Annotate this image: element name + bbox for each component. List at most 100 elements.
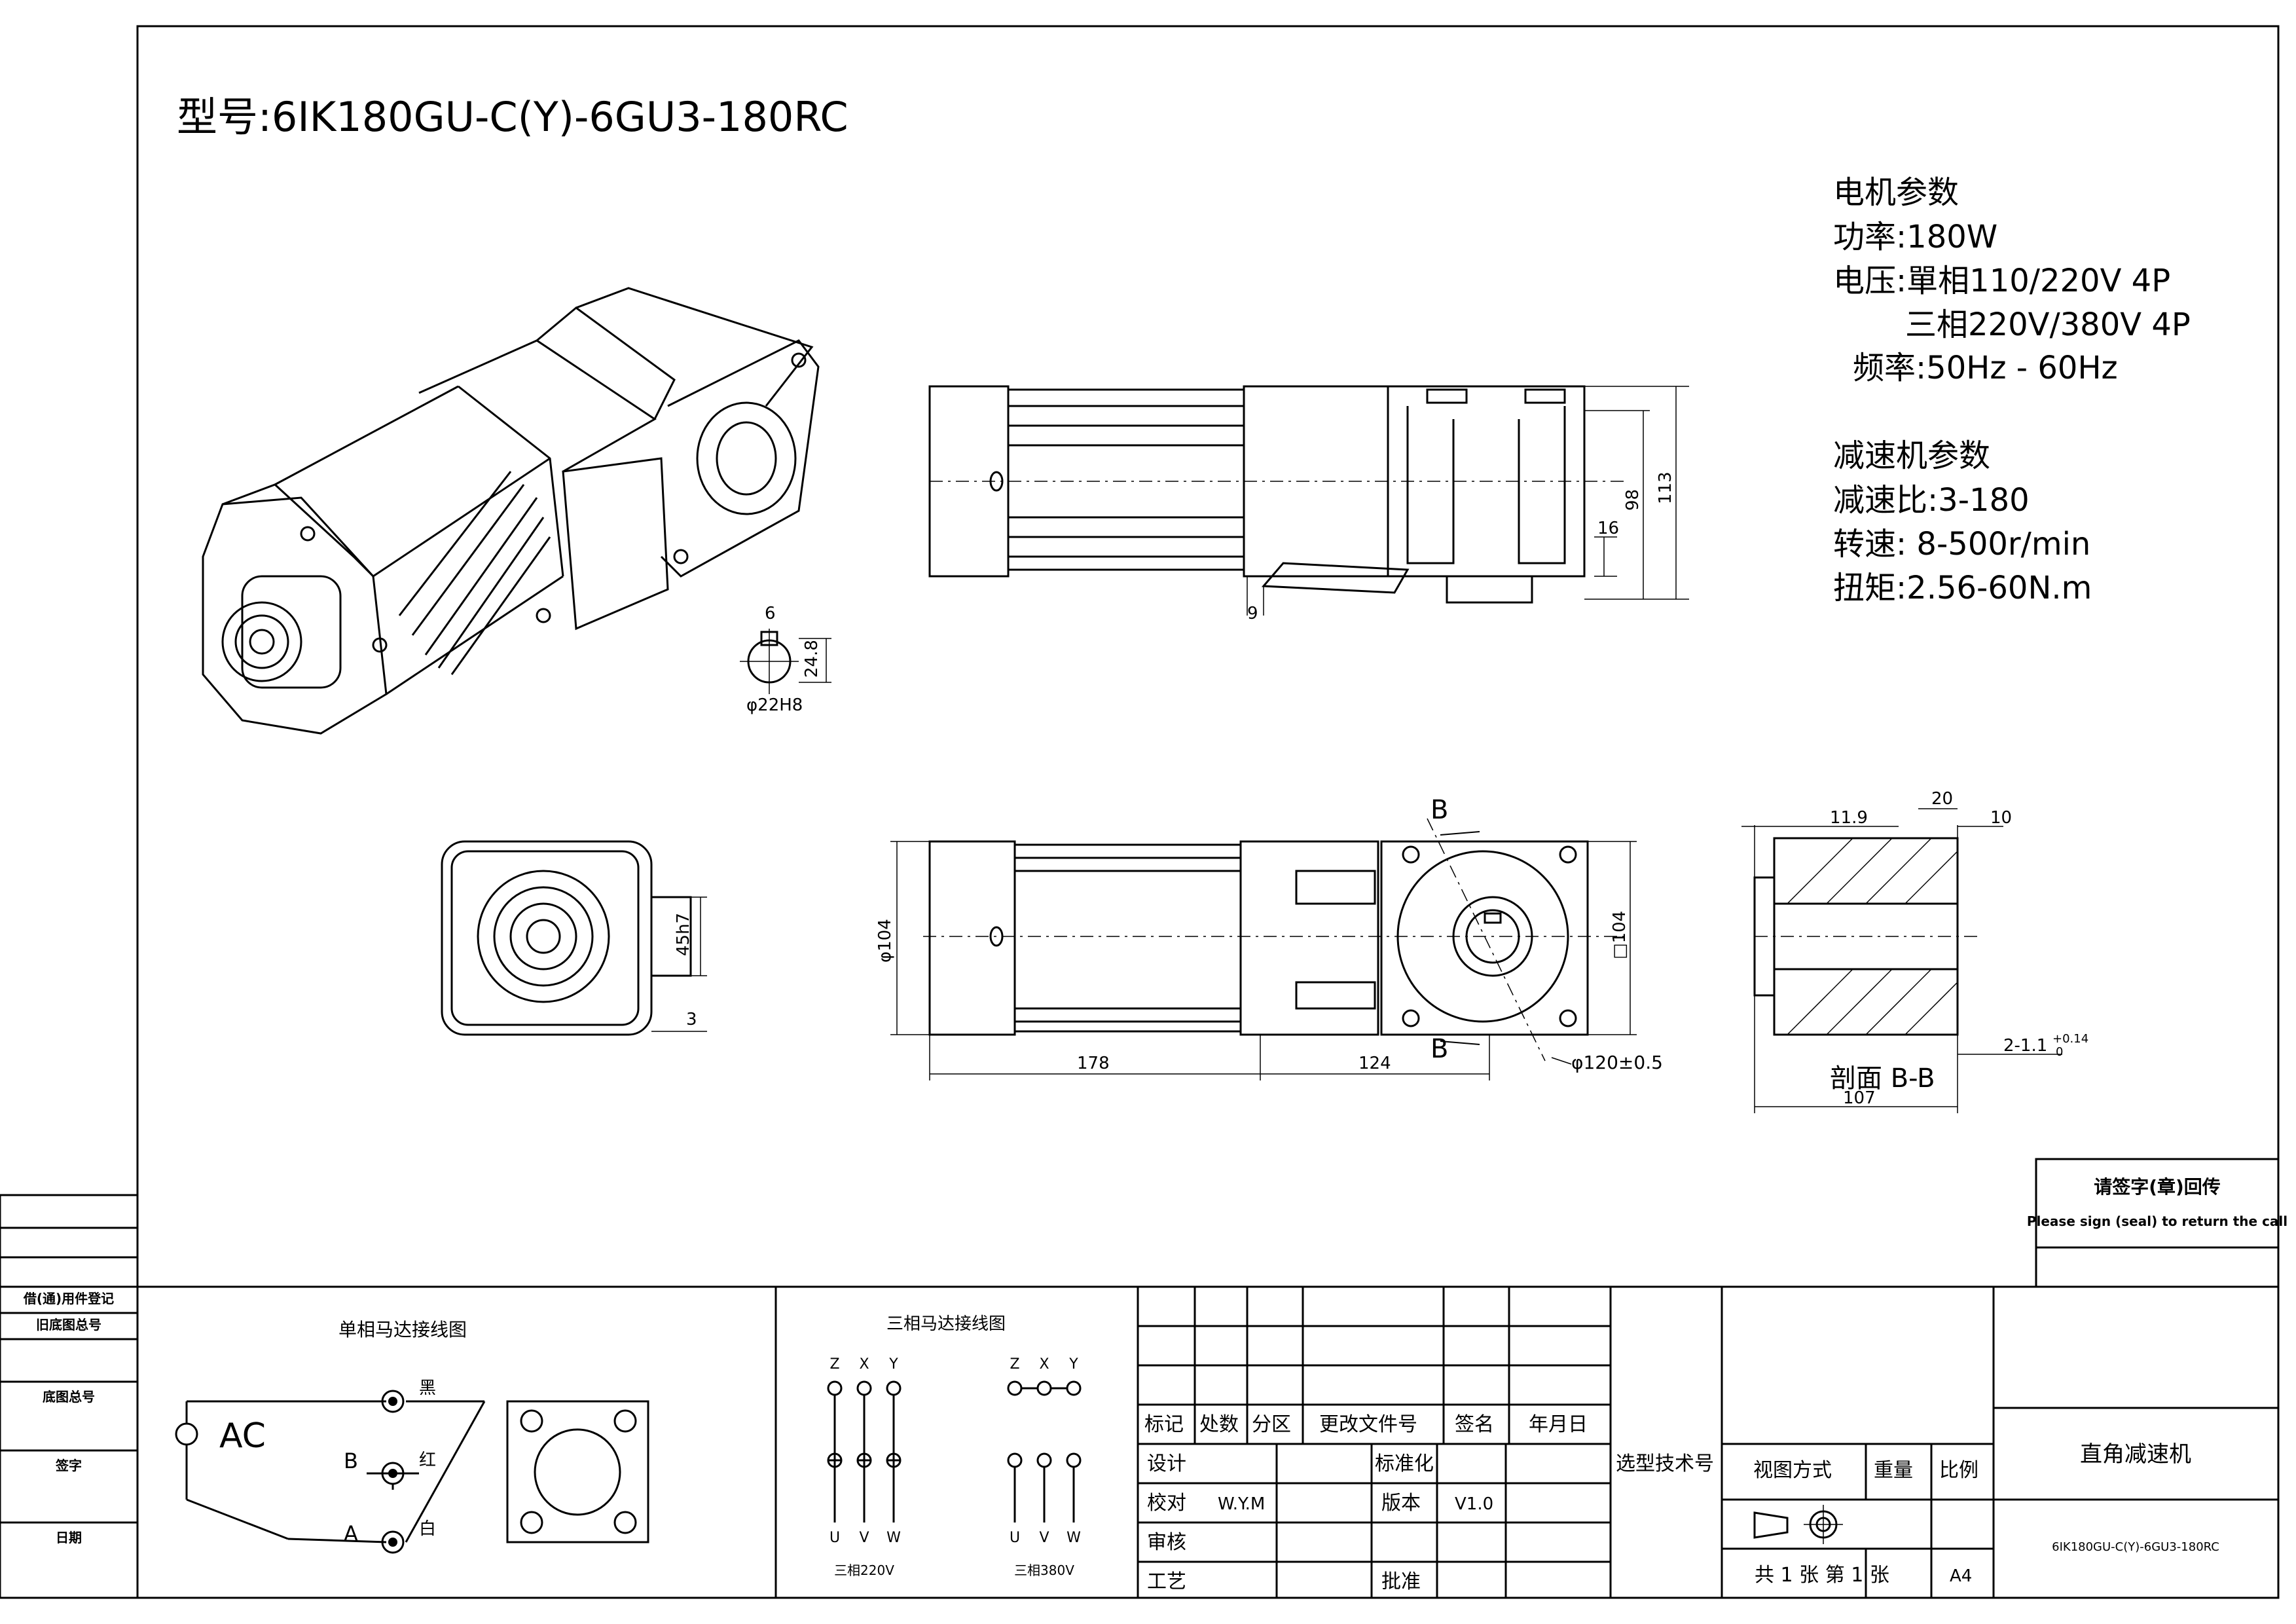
section-mark-top: B (1430, 795, 1448, 825)
tb-design: 设计 (1147, 1452, 1186, 1475)
label-y-220: Y (888, 1356, 898, 1373)
section-dim-107: 107 (1843, 1088, 1876, 1108)
label-x-380: X (1039, 1356, 1049, 1373)
label-x-220: X (859, 1356, 869, 1373)
tb-scale: 比例 (1939, 1459, 1978, 1482)
label-v-380: V (1039, 1530, 1049, 1546)
caption-380: 三相380V (1014, 1562, 1074, 1578)
reducer-torque: 扭矩:2.56-60N.m (1833, 570, 2092, 606)
tb-select-code: 选型技术号 (1616, 1452, 1714, 1475)
label-w-380: W (1066, 1530, 1081, 1546)
tb-version-label: 版本 (1381, 1492, 1421, 1515)
tb-check: 校对 (1147, 1492, 1186, 1515)
shaft-height-dim: 24.8 (802, 640, 822, 678)
strip-label-5: 日期 (56, 1530, 82, 1545)
wire-red-label: 红 (419, 1450, 436, 1470)
tb-process: 工艺 (1147, 1570, 1186, 1593)
label-w-220: W (886, 1530, 901, 1546)
isometric-view (202, 287, 820, 735)
three-phase-title: 三相马达接线图 (886, 1314, 1006, 1334)
label-z-380: Z (1010, 1356, 1019, 1373)
tb-checker: W.Y.M (1218, 1494, 1265, 1514)
label-v-220: V (859, 1530, 869, 1546)
strip-label-2: 旧底图总号 (36, 1317, 101, 1333)
three-phase-wiring: 三相马达接线图 Z X Y U V W Z X Y U V W (827, 1314, 1082, 1578)
tb-mark: 标记 (1144, 1413, 1184, 1436)
bottom-view (890, 818, 1637, 1080)
bottom-dim-104-left: φ104 (875, 919, 895, 963)
tb-paper: A4 (1950, 1566, 1972, 1586)
strip-label-1: 借(通)用件登记 (23, 1291, 114, 1306)
caption-220: 三相220V (834, 1562, 894, 1578)
side-dim-9: 9 (1247, 604, 1258, 623)
strip-label-3: 底图总号 (43, 1389, 95, 1405)
tb-weight: 重量 (1874, 1459, 1913, 1482)
section-bb-view (1741, 808, 2062, 1113)
single-phase-title: 单相马达接线图 (338, 1319, 467, 1340)
section-mark-bottom: B (1430, 1034, 1448, 1064)
stamp-line-1: 请签字(章)回传 (2094, 1176, 2221, 1198)
tb-drawing-no: 6IK180GU-C(Y)-6GU3-180RC (2052, 1540, 2219, 1554)
stamp-line-2: Please sign (seal) to return the call (2027, 1213, 2287, 1229)
side-dim-16: 16 (1597, 519, 1619, 538)
section-dim-10: 10 (1990, 808, 2012, 828)
tb-count: 处数 (1199, 1413, 1239, 1436)
shaft-detail (740, 629, 831, 694)
tb-standard: 标准化 (1375, 1452, 1434, 1475)
reducer-ratio: 减速比:3-180 (1833, 482, 2030, 519)
single-phase-ac: AC (219, 1416, 266, 1456)
section-dim-11-9: 11.9 (1830, 808, 1868, 828)
title-block (1138, 1287, 2278, 1598)
tb-product: 直角减速机 (2080, 1441, 2191, 1467)
side-view (928, 385, 1689, 616)
section-tol-upper: +0.14 (2052, 1032, 2088, 1046)
return-stamp: 请签字(章)回传 Please sign (seal) to return th… (2027, 1158, 2287, 1287)
tb-sheets: 共 1 张 第 1 张 (1755, 1564, 1889, 1587)
wire-a-label: A (344, 1521, 358, 1546)
tb-zone: 分区 (1252, 1413, 1291, 1436)
motor-voltage-2: 三相220V/380V 4P (1905, 306, 2191, 343)
tb-review: 审核 (1147, 1531, 1186, 1554)
wire-b-label: B (344, 1449, 358, 1473)
reducer-params-heading: 减速机参数 (1833, 437, 1990, 474)
section-caption: 剖面 B-B (1830, 1063, 1935, 1094)
label-u-220: U (829, 1530, 840, 1546)
drawing-frame (136, 25, 2280, 1599)
wire-black-label: 黑 (419, 1378, 436, 1398)
shaft-keyway-dim: 6 (765, 604, 776, 623)
motor-voltage-1: 电压:單相110/220V 4P (1833, 263, 2170, 299)
single-phase-wiring: 单相马达接线图 AC 黑 红 (175, 1319, 649, 1554)
end-dim-3: 3 (686, 1010, 697, 1029)
bottom-dim-178: 178 (1077, 1054, 1110, 1073)
side-dim-98: 98 (1623, 489, 1643, 511)
label-z-220: Z (829, 1356, 839, 1373)
label-u-380: U (1010, 1530, 1020, 1546)
section-dim-20: 20 (1931, 789, 1953, 809)
motor-params-heading: 电机参数 (1833, 174, 1959, 211)
tb-view-method: 视图方式 (1753, 1459, 1832, 1482)
motor-parameters: 电机参数 功率:180W 电压:單相110/220V 4P 三相220V/380… (1833, 174, 2191, 386)
label-y-380: Y (1068, 1356, 1078, 1373)
bottom-dim-120: φ120±0.5 (1571, 1052, 1663, 1073)
tb-version: V1.0 (1455, 1494, 1493, 1514)
section-dim-2-1: 2-1.1 (2003, 1036, 2047, 1056)
end-dim-45h7: 45h7 (674, 913, 693, 956)
bottom-dim-124: 124 (1358, 1054, 1391, 1073)
section-tol-lower: 0 (2056, 1045, 2063, 1059)
tb-doc: 更改文件号 (1319, 1413, 1417, 1436)
reducer-parameters: 减速机参数 减速比:3-180 转速: 8-500r/min 扭矩:2.56-6… (1833, 437, 2092, 606)
motor-frequency: 频率:50Hz - 60Hz (1853, 350, 2118, 386)
bottom-dim-104-right: □104 (1610, 911, 1630, 959)
shaft-dia-dim: φ22H8 (746, 695, 803, 715)
left-register-strip (0, 1194, 139, 1599)
tb-date: 年月日 (1529, 1413, 1588, 1436)
tb-approve: 批准 (1381, 1570, 1421, 1593)
strip-label-4: 签字 (55, 1458, 82, 1473)
model-title: 型号:6IK180GU-C(Y)-6GU3-180RC (177, 93, 848, 141)
tb-sign: 签名 (1455, 1413, 1494, 1436)
motor-power: 功率:180W (1833, 219, 1997, 255)
end-view (441, 840, 707, 1036)
wire-white-label: 白 (419, 1519, 436, 1539)
side-dim-113: 113 (1656, 471, 1675, 504)
